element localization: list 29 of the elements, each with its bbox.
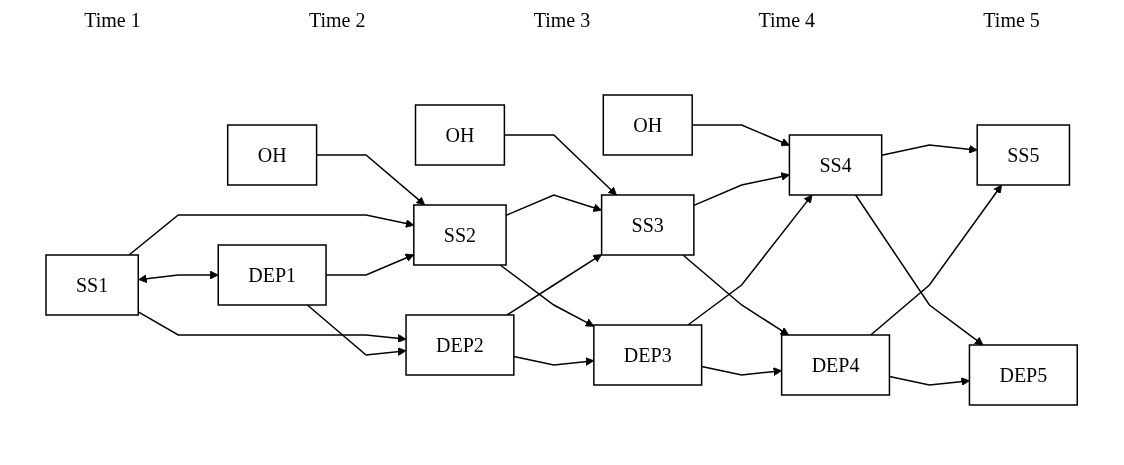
node-box: DEP4 xyxy=(781,334,891,396)
node-box: OH xyxy=(227,124,318,186)
node-box: OH xyxy=(415,104,506,166)
node-box: DEP2 xyxy=(405,314,515,376)
time-label: Time 4 xyxy=(758,8,816,32)
arrow xyxy=(128,214,415,256)
arrow xyxy=(504,134,618,196)
arrow xyxy=(499,264,595,327)
node-box: DEP1 xyxy=(217,244,328,306)
node-box: DEP5 xyxy=(969,344,1079,406)
arrow xyxy=(682,254,790,336)
node-box: SS5 xyxy=(976,124,1071,186)
node-box: DEP3 xyxy=(593,324,703,386)
arrow xyxy=(316,154,426,206)
arrow xyxy=(307,304,407,356)
node-box: SS2 xyxy=(413,204,508,266)
arrow xyxy=(855,194,984,346)
arrow xyxy=(137,311,407,343)
node-box: OH xyxy=(602,94,694,156)
time-label: Time 5 xyxy=(983,8,1040,32)
time-label: Time 3 xyxy=(533,8,591,32)
node-box: SS3 xyxy=(601,194,695,256)
node-box: SS1 xyxy=(45,254,140,316)
time-label: Time 1 xyxy=(84,8,141,32)
time-label: Time 2 xyxy=(308,8,366,32)
arrow xyxy=(687,194,813,326)
arrow xyxy=(506,254,603,316)
node-box: SS4 xyxy=(789,134,883,196)
arrow xyxy=(870,184,1003,336)
